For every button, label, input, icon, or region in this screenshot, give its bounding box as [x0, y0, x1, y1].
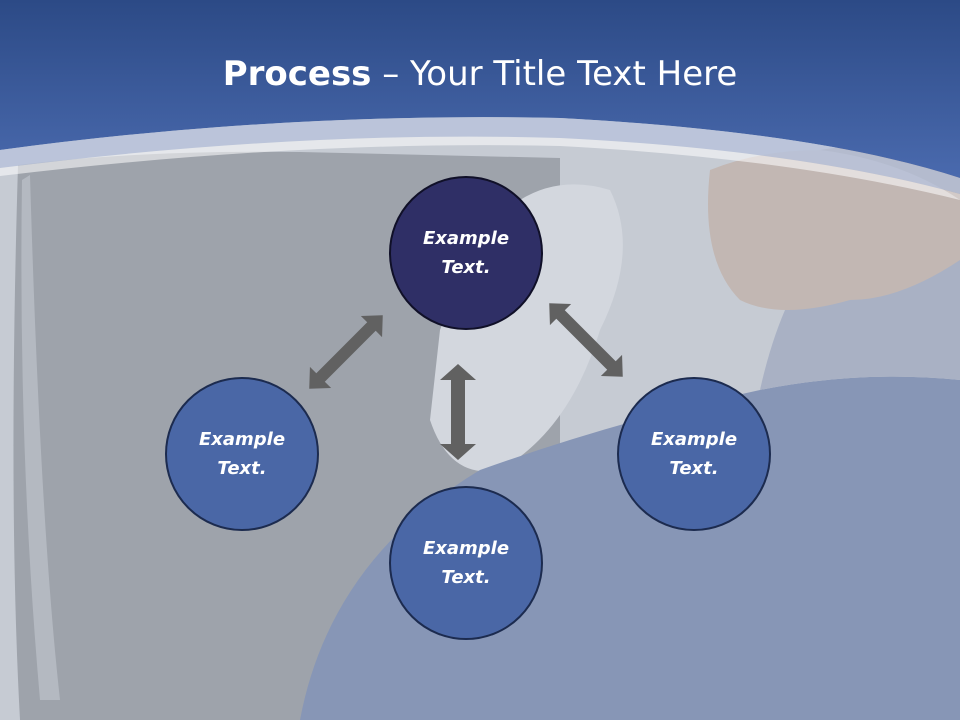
title-rest: – Your Title Text Here — [371, 54, 738, 94]
slide-title: Process – Your Title Text Here — [0, 52, 960, 96]
node-bottom-label: Example Text. — [422, 538, 510, 588]
node-left-label: Example Text. — [198, 429, 286, 479]
title-bold: Process — [222, 54, 372, 94]
node-right-label: Example Text. — [650, 429, 738, 479]
double-arrow-icon-vertical — [440, 364, 476, 460]
node-left: Example Text. — [165, 377, 319, 531]
double-arrow-icon-upper-right — [549, 303, 623, 377]
double-arrow-icon-upper-left — [309, 315, 383, 389]
node-bottom: Example Text. — [389, 486, 543, 640]
node-right: Example Text. — [617, 377, 771, 531]
node-top: Example Text. — [389, 176, 543, 330]
node-top-label: Example Text. — [422, 228, 510, 278]
